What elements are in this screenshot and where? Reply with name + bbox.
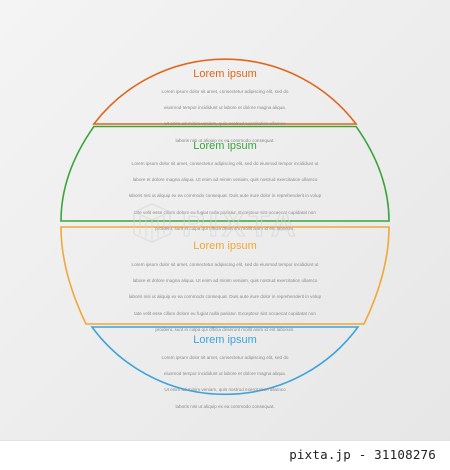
watermark-text: PIXTA bbox=[182, 206, 300, 244]
body-line: laboris nisi ut aliquip ex ea commodo co… bbox=[128, 193, 322, 199]
section-body-orange: Lorem ipsum dolor sit amet, consectetur … bbox=[140, 80, 310, 153]
body-line: eiusmod tempor incididunt ut labore et d… bbox=[163, 371, 287, 377]
footer-id-text: pixta.jp - 31108276 bbox=[289, 447, 436, 462]
body-line: laboris nisi ut aliquip ex ea commodo co… bbox=[175, 403, 275, 409]
pixta-logo-icon bbox=[132, 203, 172, 244]
section-title-orange: Lorem ipsum bbox=[193, 68, 257, 80]
section-title-green: Lorem ipsum bbox=[193, 140, 257, 152]
segment-outline-blue bbox=[90, 326, 360, 396]
section-title-amber: Lorem ipsum bbox=[193, 240, 257, 252]
body-line: Lorem ipsum dolor sit amet, consectetur … bbox=[131, 262, 319, 268]
segment-outline-amber bbox=[60, 226, 390, 325]
body-line: Lorem ipsum dolor sit amet, consectetur … bbox=[161, 89, 289, 95]
segment-outline-green bbox=[60, 125, 390, 222]
body-line: eiusmod tempor incididunt ut labore et d… bbox=[163, 105, 287, 111]
body-line: Lorem ipsum dolor sit amet, consectetur … bbox=[131, 161, 319, 167]
body-line: tate velit esse cillum dolore eu fugiat … bbox=[134, 209, 316, 215]
body-line: labore et dolore magna aliqua. Ut enim a… bbox=[132, 278, 318, 284]
body-line: tate velit esse cillum dolore eu fugiat … bbox=[134, 310, 316, 316]
body-line: labore et dolore magna aliqua. Ut enim a… bbox=[132, 177, 318, 183]
section-body-blue: Lorem ipsum dolor sit amet, consectetur … bbox=[140, 346, 310, 419]
segment-outline-orange bbox=[92, 58, 358, 125]
section-body-amber: Lorem ipsum dolor sit amet, consectetur … bbox=[112, 253, 338, 342]
body-line: laboris nisi ut aliquip ex ea commodo co… bbox=[128, 294, 322, 300]
section-title-blue: Lorem ipsum bbox=[193, 334, 257, 346]
section-body-green: Lorem ipsum dolor sit amet, consectetur … bbox=[112, 152, 338, 241]
footer-bar: pixta.jp - 31108276 bbox=[0, 440, 450, 470]
body-line: proident, sunt in culpa qui officia dese… bbox=[155, 326, 295, 332]
body-line: Lorem ipsum dolor sit amet, consectetur … bbox=[161, 355, 289, 361]
body-line: laboris nisi ut aliquip ex ea commodo co… bbox=[175, 137, 275, 143]
body-line: Ut enim ad minim veniam, quis nostrud ex… bbox=[164, 121, 286, 127]
watermark: PIXTA bbox=[132, 203, 300, 245]
body-line: Ut enim ad minim veniam, quis nostrud ex… bbox=[164, 387, 286, 393]
